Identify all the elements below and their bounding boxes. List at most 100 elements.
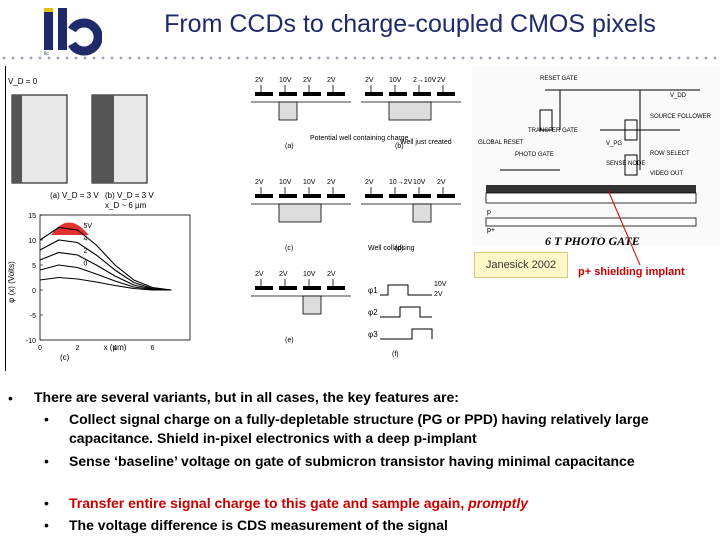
gate-voltage-label: 10V (279, 77, 292, 84)
rule-dot (200, 56, 204, 60)
p-label: p (487, 209, 491, 216)
rule-dot (362, 56, 366, 60)
rule-dot (524, 56, 528, 60)
clock-high-label: 10V (434, 281, 447, 288)
rule-dot (308, 56, 312, 60)
chart-series-label: 0 (84, 261, 88, 268)
photo-gate-label: PHOTO GATE (515, 152, 554, 158)
rule-dot (461, 56, 465, 60)
rule-dot (317, 56, 321, 60)
rule-dot (191, 56, 195, 60)
rule-dot (596, 56, 600, 60)
chart-y-tick: 10 (28, 238, 36, 245)
chart-ylabel: φ (x) (Volts) (7, 261, 16, 303)
potential-well (412, 203, 432, 223)
rule-dot (155, 56, 159, 60)
rule-dot (506, 56, 510, 60)
rule-dot (290, 56, 294, 60)
gate-voltage-label: 2V (255, 271, 264, 278)
clock-low-label: 2V (434, 291, 443, 298)
rule-dot (173, 56, 177, 60)
chart-x-tick: 0 (38, 345, 42, 352)
sub-bullet-1-text: Collect signal charge on a fully-depleta… (69, 411, 649, 446)
rule-dot (533, 56, 537, 60)
rule-dot (254, 56, 258, 60)
rule-dot (380, 56, 384, 60)
sub-bullet-1: • Collect signal charge on a fully-deple… (44, 410, 704, 448)
citation-box: Janesick 2002 (474, 252, 568, 278)
rule-dot (452, 56, 456, 60)
chart-x-tick: 2 (76, 345, 80, 352)
rule-dot (47, 56, 51, 60)
figure-composite: V_D = 0 (a) V_D = 3 V (b) V_D = 3 V x_D … (7, 66, 720, 362)
main-bullet-marker: • (8, 390, 13, 406)
rule-dot (614, 56, 618, 60)
rule-dot (344, 56, 348, 60)
logo-text: ilc (44, 51, 49, 56)
video-out-label: VIDEO OUT (650, 171, 683, 177)
chart-series-line (39, 276, 172, 291)
rule-dot (11, 56, 15, 60)
global-reset-label: GLOBAL RESET (478, 140, 524, 146)
rule-dot (677, 56, 681, 60)
rule-dot (110, 56, 114, 60)
rule-dot (560, 56, 564, 60)
vdd-label: V_DD (670, 93, 687, 99)
chart-series-line (39, 239, 172, 291)
rule-dot (713, 56, 717, 60)
rule-dot (2, 56, 6, 60)
sub-bullet-3-normal: Transfer entire signal charge to this ga… (69, 495, 469, 511)
rule-dot (578, 56, 582, 60)
rule-dot (686, 56, 690, 60)
sub-bullet-marker: • (44, 495, 49, 511)
chart-y-tick: 0 (32, 288, 36, 295)
gate-voltage-label: 2V (279, 271, 288, 278)
rule-dot (605, 56, 609, 60)
gate-voltage-label: 2V (327, 77, 336, 84)
potential-well (278, 101, 298, 121)
rule-dot (587, 56, 591, 60)
rule-dot (632, 56, 636, 60)
shield-implant-label: p+ shielding implant (578, 266, 685, 278)
rule-dot (146, 56, 150, 60)
rule-dot (425, 56, 429, 60)
ccd-panel-label: (b) (395, 143, 404, 150)
gate-voltage-label: 2V (255, 77, 264, 84)
chart-series-line (39, 264, 172, 291)
rule-dot (443, 56, 447, 60)
rule-dot (353, 56, 357, 60)
gate-voltage-label: 2V (303, 77, 312, 84)
rule-dot (335, 56, 339, 60)
row-select-label: ROW SELECT (650, 151, 690, 157)
rule-dot (263, 56, 267, 60)
chart-xlabel: x (µm) (104, 343, 127, 352)
title-dotted-rule (2, 56, 717, 60)
ccd-panel-label: (a) (285, 143, 294, 150)
reset-gate-label: RESET GATE (540, 76, 577, 82)
gate-voltage-label: 10V (389, 77, 402, 84)
potential-well-label: Potential well containing charge (310, 135, 409, 142)
rule-dot (398, 56, 402, 60)
source-follower-label: SOURCE FOLLOWER (650, 114, 712, 120)
photogate-circuit: RESET GATE V_DD TRANSFER GATE SOURCE FOL… (472, 66, 720, 266)
rule-dot (407, 56, 411, 60)
rule-dot (470, 56, 474, 60)
rule-dot (704, 56, 708, 60)
rule-dot (569, 56, 573, 60)
rule-dot (371, 56, 375, 60)
rule-dot (119, 56, 123, 60)
clock-waveform (380, 306, 432, 318)
rule-dot (623, 56, 627, 60)
ccd-panel-label: (e) (285, 337, 294, 344)
rule-dot (164, 56, 168, 60)
p-plus-label: p+ (487, 227, 495, 234)
transfer-gate-label: TRANSFER GATE (528, 128, 578, 134)
left-rule (5, 66, 6, 371)
gate-voltage-label: 10V (279, 179, 292, 186)
rule-dot (56, 56, 60, 60)
rule-dot (272, 56, 276, 60)
rule-dot (65, 56, 69, 60)
ccd-panel-label: (c) (285, 245, 293, 252)
